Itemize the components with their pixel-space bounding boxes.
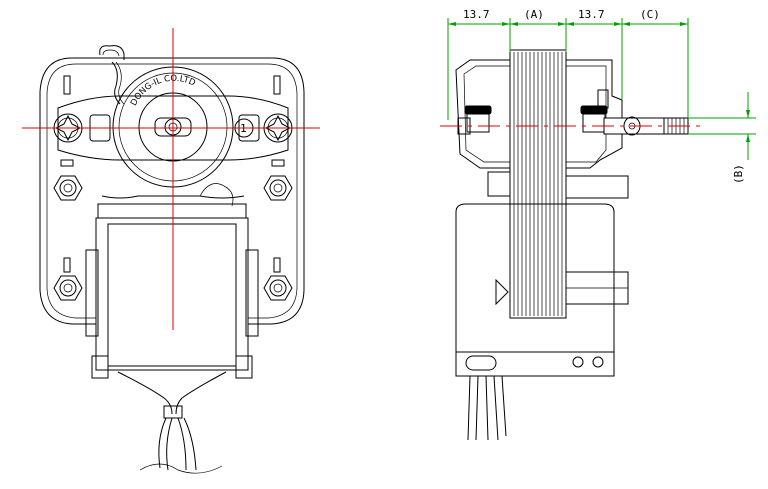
dim-b-label: (B): [732, 164, 745, 184]
hex-nut-lower-left: [53, 275, 83, 301]
dim-right-spacing: 13.7: [578, 8, 605, 21]
side-view: 13.7 (A) 13.7 (C) (B): [440, 8, 756, 441]
coil-body: [455, 203, 629, 377]
top-left-slot: [63, 75, 71, 95]
lamination-stack: [509, 49, 567, 319]
hex-nut-lower-right: [263, 275, 293, 301]
bearing-bridge: [57, 95, 289, 161]
manufacturer-logo: DONG-IL CO.LTD: [129, 74, 197, 108]
dim-left-spacing: 13.7: [463, 8, 490, 21]
lead-wires: [117, 371, 227, 474]
front-view: DONG-IL CO.LTD 1: [22, 28, 320, 474]
side-lead-wires: [467, 375, 507, 441]
hex-nut-upper-left: [53, 175, 83, 201]
dim-c-label: (C): [640, 8, 660, 21]
dimension-lines: [447, 18, 756, 160]
top-right-slot: [273, 75, 281, 95]
left-bearing: [457, 105, 492, 135]
dim-a-label: (A): [524, 8, 544, 21]
coil-bobbin: [85, 183, 259, 379]
hex-nut-upper-right: [263, 175, 293, 201]
wire-hook: [99, 45, 125, 60]
bracket-plate: [39, 57, 305, 325]
